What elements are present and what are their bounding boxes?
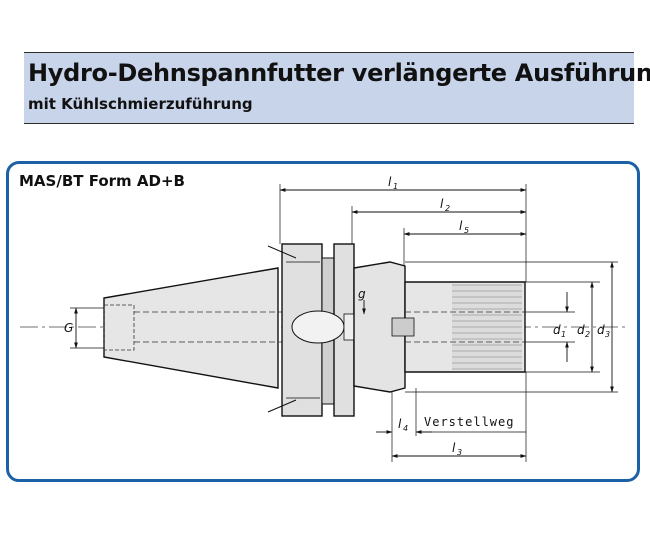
taper-shank <box>103 267 279 389</box>
dim-label-g: g <box>358 287 366 301</box>
dim-label-d1-sub: 1 <box>561 330 566 339</box>
dim-label-l4-sub: 4 <box>403 424 408 433</box>
dim-label-l3-sub: 3 <box>457 448 462 457</box>
sleeve-knurl <box>452 284 522 370</box>
flange-mark-1 <box>267 245 297 259</box>
chuck-body <box>353 261 406 393</box>
dim-label-l2-sub: 2 <box>445 204 450 213</box>
dim-label-l5-sub: 5 <box>464 226 469 235</box>
verstellweg-note: Verstellweg <box>424 415 514 429</box>
dim-label-l2-main: l <box>440 197 444 211</box>
dim-label-l3-main: l <box>452 441 456 455</box>
dim-label-d3-main: d <box>597 323 605 337</box>
page-subtitle: mit Kühlschmierzuführung <box>28 95 253 113</box>
adjust-screw <box>391 317 415 337</box>
flange-mark-2 <box>267 399 297 413</box>
dim-label-l1-main: l <box>388 175 392 189</box>
drawing-label: MAS/BT Form AD+B <box>19 172 185 190</box>
dim-label-d2-sub: 2 <box>585 330 590 339</box>
pull-stud-bore <box>103 304 135 351</box>
page-title: Hydro-Dehnspannfutter verlängerte Ausfüh… <box>28 59 650 87</box>
dim-label-d3-sub: 3 <box>605 330 610 339</box>
dim-label-l1-sub: 1 <box>393 182 398 191</box>
dim-label-l4-main: l <box>398 417 402 431</box>
dim-label-d2-main: d <box>577 323 585 337</box>
dim-label-l5-main: l <box>459 219 463 233</box>
title-band: Hydro-Dehnspannfutter verlängerte Ausfüh… <box>24 52 650 124</box>
dim-label-d1-main: d <box>553 323 561 337</box>
dim-label-G: G <box>64 321 73 335</box>
coolant-bore <box>291 310 345 344</box>
